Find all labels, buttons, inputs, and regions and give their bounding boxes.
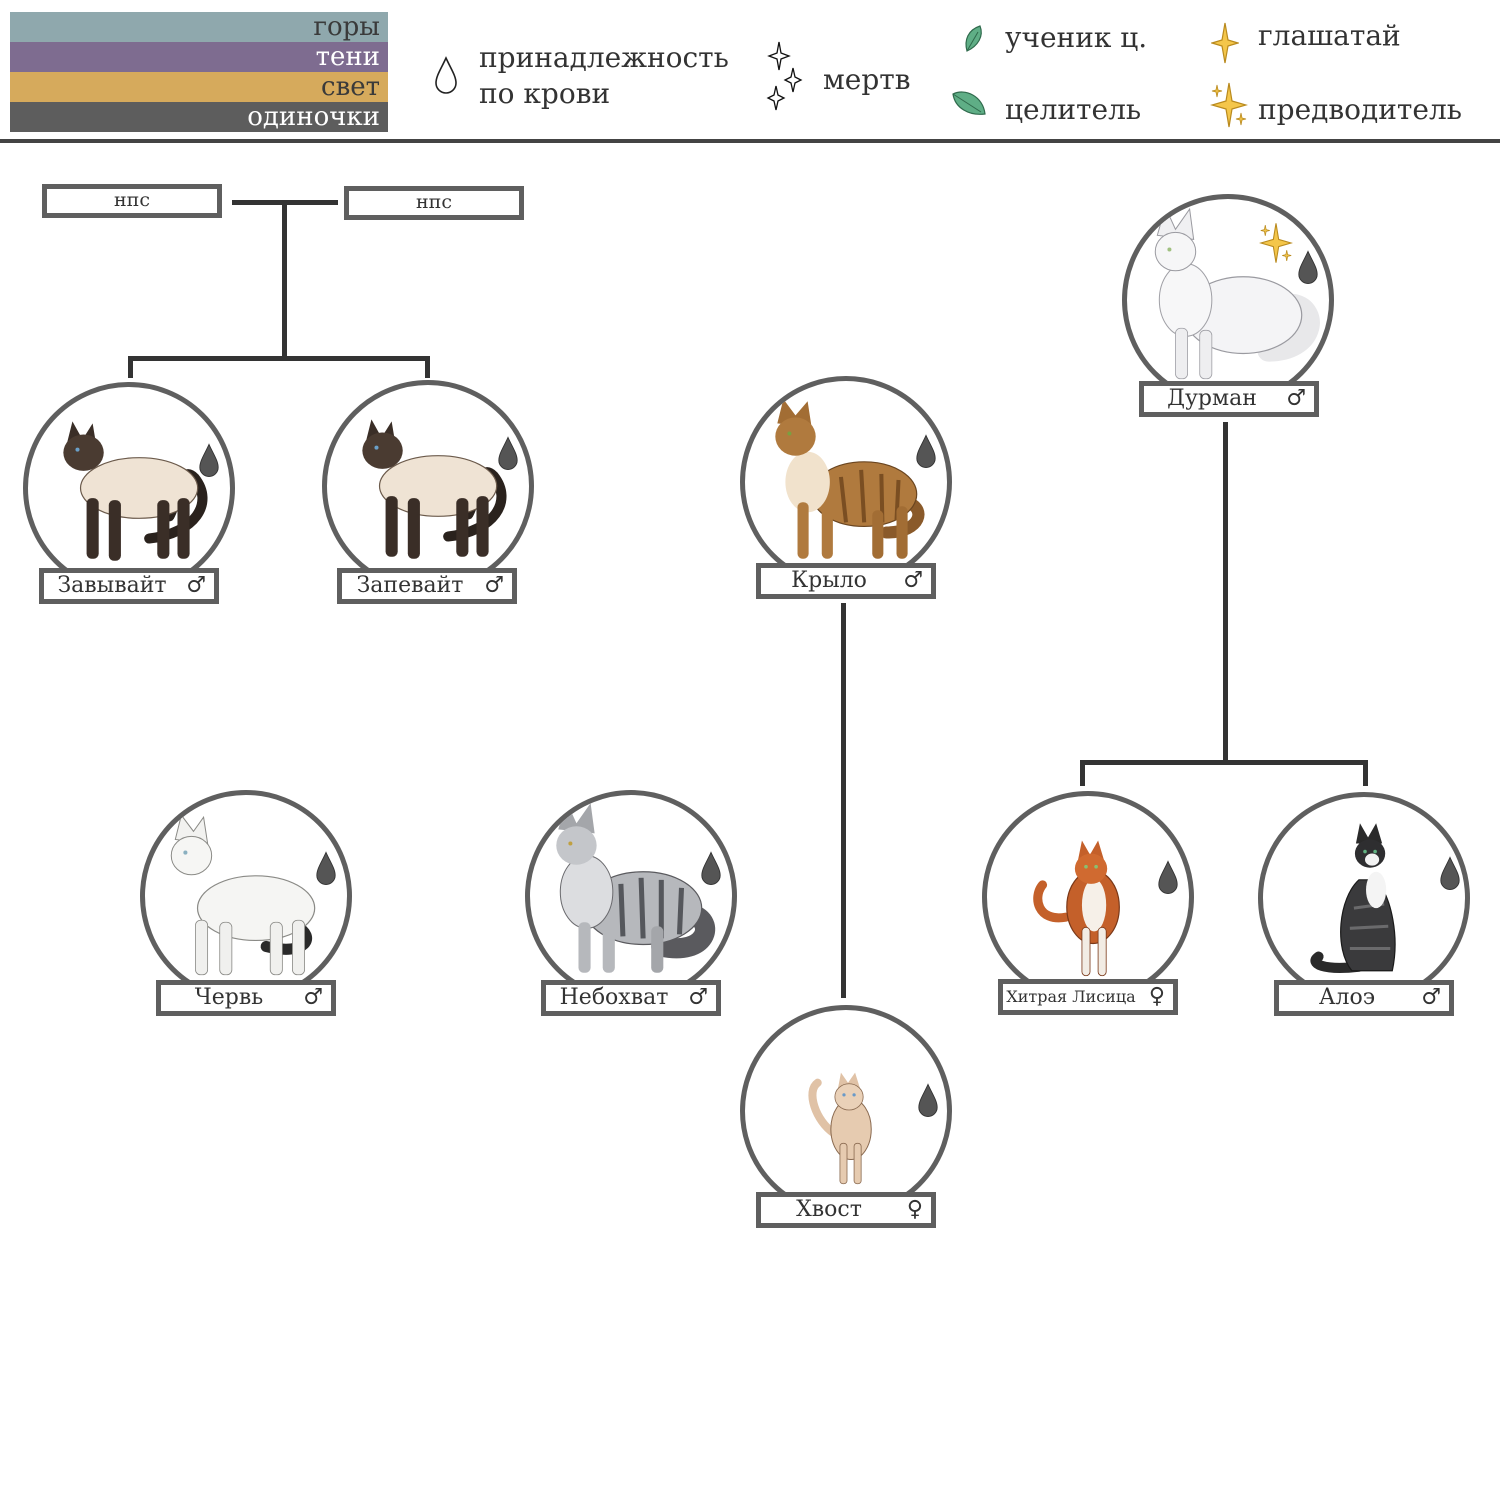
blood-drop-icon bbox=[1298, 250, 1318, 284]
legend-dead: мертв bbox=[823, 63, 911, 96]
cat-portrait-hitraya bbox=[982, 791, 1194, 1003]
header-divider bbox=[0, 139, 1500, 143]
cat-art-siamese bbox=[362, 419, 507, 559]
npc-children-bar bbox=[128, 356, 430, 361]
legend-leader: предводитель bbox=[1258, 93, 1463, 126]
sex-male-icon: ♂ bbox=[186, 573, 206, 598]
cat-art-siamese bbox=[63, 421, 208, 561]
cat-portrait-hvost bbox=[740, 1005, 952, 1217]
cat-name: Небохват bbox=[559, 985, 669, 1010]
leader-stars-icon bbox=[1210, 82, 1248, 128]
blood-drop-outline-icon bbox=[435, 56, 457, 94]
sex-male-icon: ♂ bbox=[688, 985, 708, 1010]
durman-descent-line bbox=[1223, 422, 1228, 765]
legend-healer: целитель bbox=[1005, 93, 1142, 126]
cat-name: Червь bbox=[194, 985, 264, 1010]
legend-blood-line2: по крови bbox=[479, 77, 611, 110]
durman-child-drop-left bbox=[1080, 760, 1085, 786]
cat-portrait-zavyvait bbox=[23, 382, 235, 594]
cat-name-tag-cherv: Червь ♂ bbox=[156, 980, 336, 1016]
cat-portrait-nebohvat bbox=[525, 790, 737, 1002]
cat-name-tag-hvost: Хвост ♀ bbox=[756, 1192, 936, 1228]
blood-drop-icon bbox=[918, 1083, 938, 1117]
healer-leaf-icon bbox=[952, 91, 986, 115]
cat-name: Хвост bbox=[796, 1197, 862, 1222]
sex-male-icon: ♂ bbox=[1286, 386, 1306, 411]
cat-name: Завывайт bbox=[57, 573, 167, 598]
cat-portrait-durman bbox=[1122, 194, 1334, 406]
cat-name: Крыло bbox=[791, 568, 867, 593]
cat-art-white-pointed bbox=[170, 814, 316, 976]
blood-drop-icon bbox=[1440, 856, 1460, 890]
cat-name-tag-zapevait: Запевайт ♂ bbox=[337, 568, 517, 604]
npc-parent-right: нпс bbox=[344, 186, 524, 220]
legend-herald: глашатай bbox=[1258, 19, 1401, 52]
sex-male-icon: ♂ bbox=[303, 985, 323, 1010]
leader-stars-icon bbox=[1259, 223, 1293, 263]
sex-female-icon: ♀ bbox=[906, 1197, 923, 1222]
cat-art-ginger-white bbox=[1033, 840, 1120, 977]
blood-drop-icon bbox=[916, 434, 936, 468]
cat-name: Запевайт bbox=[356, 573, 464, 598]
blood-drop-icon bbox=[498, 436, 518, 470]
cat-art-cream bbox=[808, 1072, 872, 1185]
sex-male-icon: ♂ bbox=[484, 573, 504, 598]
sex-male-icon: ♂ bbox=[1421, 985, 1441, 1010]
cat-name: Алоэ bbox=[1318, 985, 1376, 1010]
blood-drop-icon bbox=[199, 443, 219, 477]
legend-color-light: свет bbox=[10, 72, 388, 102]
cat-name-tag-nebohvat: Небохват ♂ bbox=[541, 980, 721, 1016]
cat-name-tag-durman: Дурман ♂ bbox=[1139, 381, 1319, 417]
cat-art-black-white-tabby bbox=[1310, 823, 1396, 973]
cat-portrait-krylo bbox=[740, 376, 952, 588]
krylo-descent-line bbox=[841, 603, 846, 998]
cat-portrait-zapevait bbox=[322, 380, 534, 592]
cat-name-tag-hitraya: Хитрая Лисица ♀ bbox=[998, 979, 1178, 1015]
apprentice-leaf-icon bbox=[965, 25, 982, 52]
cat-portrait-aloe bbox=[1258, 792, 1470, 1004]
legend-color-loners: одиночки bbox=[10, 102, 388, 132]
legend-apprentice: ученик ц. bbox=[1005, 21, 1148, 54]
cat-art-brown-tabby bbox=[775, 399, 925, 559]
npc-parent-left: нпс bbox=[42, 184, 222, 218]
legend-color-shadows: тени bbox=[10, 42, 388, 72]
cat-portrait-cherv bbox=[140, 790, 352, 1002]
sex-female-icon: ♀ bbox=[1148, 984, 1165, 1009]
cat-name: Хитрая Лисица bbox=[1006, 987, 1136, 1006]
dead-stars-icon bbox=[766, 41, 803, 111]
cat-name-tag-krylo: Крыло ♂ bbox=[756, 563, 936, 599]
legend-blood-line1: принадлежность bbox=[479, 41, 729, 74]
cat-name-tag-zavyvait: Завывайт ♂ bbox=[39, 568, 219, 604]
npc-descent-line bbox=[282, 200, 287, 360]
blood-drop-icon bbox=[701, 851, 721, 885]
herald-star-icon bbox=[1211, 22, 1239, 64]
durman-child-drop-right bbox=[1363, 760, 1368, 786]
legend-color-mountains: горы bbox=[10, 12, 388, 42]
npc-child-drop-right bbox=[425, 356, 430, 378]
blood-drop-icon bbox=[1158, 860, 1178, 894]
cat-art-silver-tabby bbox=[556, 801, 716, 973]
sex-male-icon: ♂ bbox=[903, 568, 923, 593]
blood-drop-icon bbox=[316, 851, 336, 885]
cat-art-white-longhair bbox=[1154, 205, 1320, 380]
cat-name: Дурман bbox=[1167, 386, 1257, 411]
npc-child-drop-left bbox=[128, 356, 133, 378]
cat-name-tag-aloe: Алоэ ♂ bbox=[1274, 980, 1454, 1016]
durman-children-bar bbox=[1080, 760, 1368, 765]
